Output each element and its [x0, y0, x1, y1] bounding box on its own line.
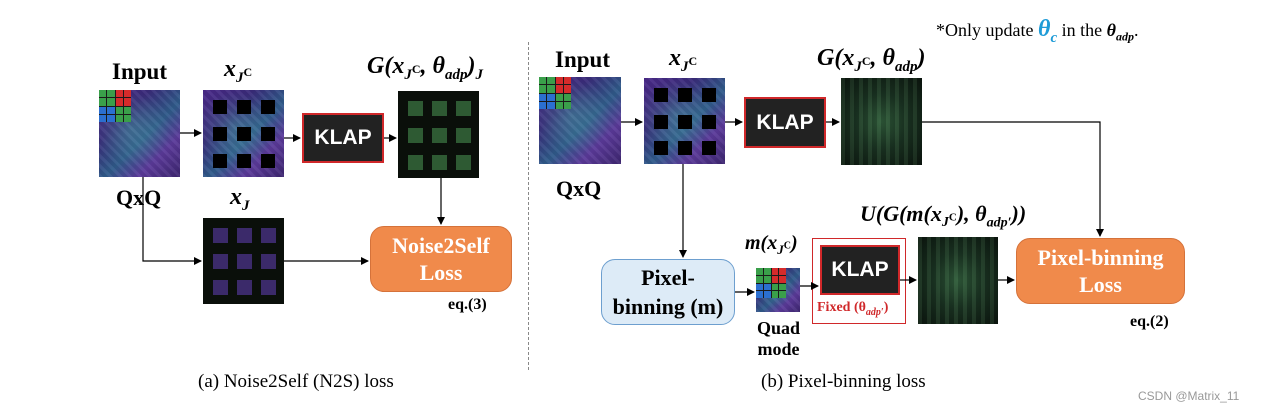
watermark: CSDN @Matrix_11: [1138, 389, 1240, 403]
right-g-prefix: G(x: [817, 45, 855, 71]
left-caption: (a) Noise2Self (N2S) loss: [198, 371, 394, 392]
noise2self-loss-box: Noise2Self Loss: [370, 226, 512, 292]
right-input-image: [539, 77, 621, 164]
pixel-binning-box: Pixel- binning (m): [601, 259, 735, 325]
update-note: *Only update θc in the θadp.: [936, 16, 1138, 47]
m-sub: J: [777, 242, 784, 257]
left-xj-sub: J: [242, 197, 250, 214]
right-klap-box: KLAP: [744, 97, 826, 148]
pixel-binning-loss-box: Pixel-binning Loss: [1016, 238, 1185, 304]
fixed-klap-frame: [812, 238, 906, 324]
right-g-image: [841, 78, 922, 165]
quad-image: [756, 268, 800, 312]
left-xjc-sub: J: [236, 69, 244, 86]
right-eq-label: eq.(2): [1130, 313, 1169, 330]
left-g-end: ): [467, 53, 476, 79]
left-xjc-sup: C: [243, 64, 253, 79]
fixed-prefix: Fixed (θ: [817, 300, 866, 315]
right-xjc-sup: C: [688, 53, 698, 68]
m-label: m(xJC): [745, 232, 798, 258]
left-input-image: [99, 90, 180, 177]
panel-divider: [528, 42, 529, 370]
right-caption: (b) Pixel-binning loss: [761, 371, 926, 392]
right-g-rest: , θ: [870, 45, 895, 71]
u-mid: ), θ: [956, 201, 987, 226]
u-image: [918, 237, 998, 324]
fixed-sub: adp′: [865, 306, 884, 318]
right-input-label: Input: [555, 47, 610, 72]
right-g-end: ): [917, 45, 926, 71]
right-xjc-label: xJC: [669, 45, 697, 76]
fixed-label: Fixed (θadp′): [817, 300, 888, 318]
note-prefix: *Only update: [936, 20, 1034, 40]
right-xjc-x: x: [669, 45, 681, 71]
quad-mode-label: Quad mode: [757, 318, 800, 360]
left-g-adp: adp: [444, 66, 468, 83]
left-g-prefix: G(x: [367, 53, 405, 79]
u-label: U(G(m(xJC), θadp′)): [860, 201, 1027, 231]
noise2self-loss-line1: Noise2Self: [392, 233, 490, 258]
u-sub: adp′: [986, 215, 1012, 231]
fixed-end: ): [883, 300, 889, 315]
left-bayer-grid: [99, 90, 131, 122]
left-qxq-label: QxQ: [116, 185, 162, 210]
left-xjc-label: xJC: [224, 56, 252, 87]
note-middle: in the: [1061, 20, 1103, 40]
m-prefix: m(x: [745, 232, 778, 254]
left-xj-image: [203, 218, 284, 304]
quad-line1: Quad: [757, 318, 801, 338]
right-xjc-sub: J: [681, 58, 689, 75]
right-g-adp: adp: [894, 58, 918, 75]
theta-adp-symbol: θadp: [1106, 20, 1134, 44]
quad-bayer-grid: [756, 268, 786, 298]
left-xjc-x: x: [224, 56, 236, 82]
right-g-label: G(xJC, θadp): [817, 45, 926, 75]
left-input-label: Input: [112, 59, 167, 84]
u-end: )): [1011, 201, 1027, 226]
left-g-rest: , θ: [420, 53, 445, 79]
right-xjc-image: [644, 78, 725, 164]
theta-c-text: θ: [1037, 16, 1051, 42]
theta-c-sub: c: [1050, 29, 1058, 46]
theta-c-symbol: θc: [1037, 16, 1057, 46]
left-xj-x: x: [230, 184, 242, 210]
fixed-klap-box: KLAP: [820, 245, 900, 295]
theta-adp-text: θ: [1106, 20, 1116, 40]
note-suffix: .: [1133, 20, 1139, 40]
theta-adp-sub: adp: [1115, 29, 1134, 44]
left-eq-label: eq.(3): [448, 296, 487, 313]
quad-line2: mode: [757, 339, 800, 359]
left-xj-label: xJ: [230, 184, 250, 215]
pixel-binning-loss-line2: Loss: [1079, 272, 1122, 297]
pixel-binning-line2: binning (m): [612, 294, 724, 319]
right-bayer-grid: [539, 77, 571, 109]
m-sup: C: [783, 240, 791, 252]
m-end: ): [790, 232, 798, 254]
left-xjc-image: [203, 90, 284, 177]
right-qxq-label: QxQ: [556, 176, 602, 201]
left-klap-box: KLAP: [302, 113, 384, 163]
u-prefix: U(G(m(x: [860, 201, 942, 226]
left-g-image: [398, 91, 479, 178]
left-g-label: G(xJC, θadp)J: [367, 53, 483, 83]
noise2self-loss-line2: Loss: [419, 260, 463, 285]
left-g-sub: J: [475, 66, 483, 83]
pixel-binning-loss-line1: Pixel-binning: [1037, 245, 1164, 270]
pixel-binning-line1: Pixel-: [641, 265, 695, 290]
